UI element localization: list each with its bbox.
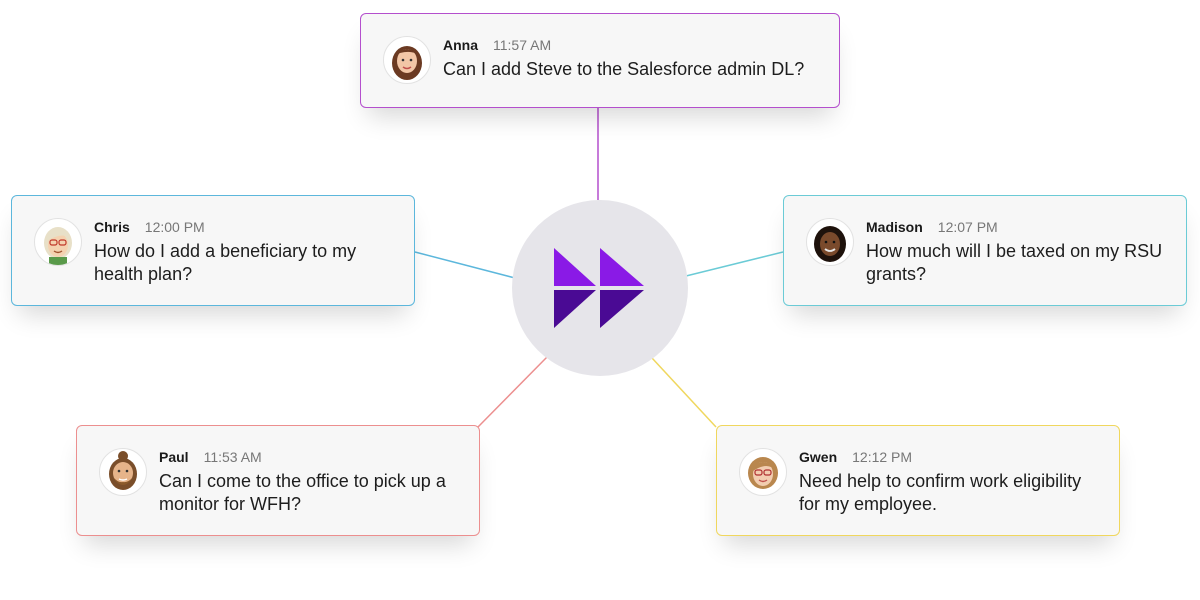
- message-time: 11:57 AM: [493, 37, 552, 53]
- fast-forward-logo-icon: [554, 248, 644, 328]
- message-text: Can I add Steve to the Salesforce admin …: [443, 59, 805, 79]
- message-time: 12:07 PM: [937, 219, 998, 235]
- avatar-madison-icon: [814, 226, 846, 262]
- message-card-paul: Paul 11:53 AM Can I come to the office t…: [76, 425, 480, 536]
- connector-madison: [685, 251, 784, 277]
- avatar-gwen-icon: [748, 457, 778, 489]
- message-text: How do I add a beneficiary to my health …: [94, 241, 357, 284]
- message-card-anna: Anna 11:57 AM Can I add Steve to the Sal…: [360, 13, 840, 108]
- avatar: [739, 448, 787, 496]
- avatar: [383, 36, 431, 84]
- message-time: 12:12 PM: [852, 449, 913, 465]
- avatar-anna-icon: [392, 46, 422, 80]
- message-card-madison: Madison 12:07 PM How much will I be taxe…: [783, 195, 1187, 306]
- sender-name: Madison: [866, 219, 923, 235]
- message-card-chris: Chris 12:00 PM How do I add a beneficiar…: [11, 195, 415, 306]
- message-time: 11:53 AM: [203, 449, 262, 465]
- sender-name: Anna: [443, 37, 478, 53]
- message-time: 12:00 PM: [144, 219, 205, 235]
- sender-name: Gwen: [799, 449, 838, 465]
- message-text: Can I come to the office to pick up a mo…: [159, 471, 446, 514]
- hub-logo: [512, 200, 688, 376]
- avatar: [99, 448, 147, 496]
- sender-name: Paul: [159, 449, 189, 465]
- avatar: [34, 218, 82, 266]
- connector-paul: [477, 355, 549, 428]
- avatar-chris-icon: [44, 227, 72, 265]
- avatar-paul-icon: [109, 451, 137, 490]
- message-card-gwen: Gwen 12:12 PM Need help to confirm work …: [716, 425, 1120, 536]
- sender-name: Chris: [94, 219, 130, 235]
- connector-gwen: [651, 357, 717, 428]
- connector-chris: [414, 251, 516, 279]
- message-text: Need help to confirm work eligibility fo…: [799, 471, 1082, 514]
- avatar: [806, 218, 854, 266]
- message-text: How much will I be taxed on my RSU grant…: [866, 241, 1163, 284]
